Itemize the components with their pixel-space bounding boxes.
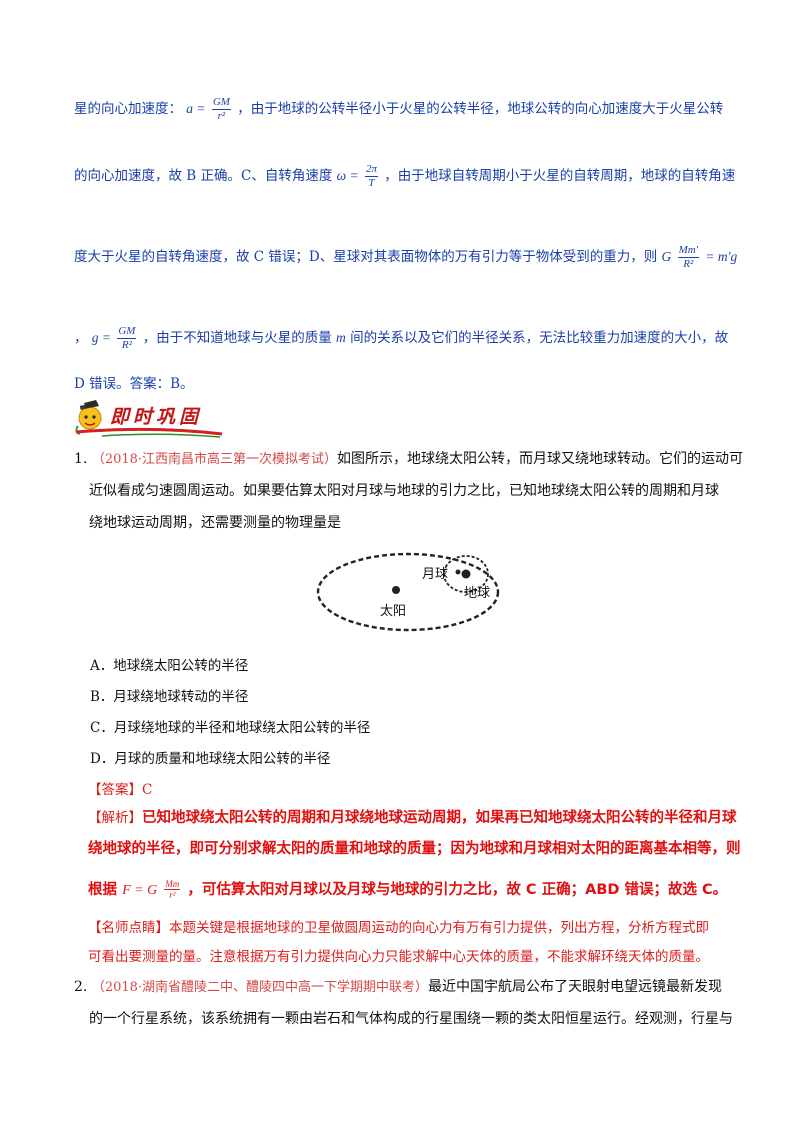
- analysis-text: 已知地球绕太阳公转的周期和月球绕地球运动周期，如果再已知地球绕太阳公转的半径和月…: [142, 810, 737, 826]
- banner-title: 即时巩固: [110, 406, 203, 428]
- tip-text: 本题关键是根据地球的卫星做圆周运动的向心力有万有引力提供，列出方程，分析方程式即: [169, 920, 709, 936]
- analysis-tag: 【解析】: [88, 810, 142, 826]
- solution-line-3: 度大于火星的自转角速度，故 C 错误；D、星球对其表面物体的万有引力等于物体受到…: [74, 244, 737, 271]
- question-stem: 的一个行星系统，该系统拥有一颗由岩石和气体构成的行星围绕一颗的类太阳恒星运行。经…: [89, 1011, 733, 1027]
- question-source: （2018·江西南昌市高三第一次模拟考试）: [91, 452, 338, 467]
- formula-omega: ω =: [336, 168, 359, 183]
- question-stem: 近似看成匀速圆周运动。如果要估算太阳对月球与地球的引力之比，已知地球绕太阳公转的…: [89, 483, 719, 499]
- fraction-gm-r2: GM r²: [211, 96, 231, 122]
- earth-orbit: [316, 552, 500, 632]
- sun-label: 太阳: [380, 604, 407, 619]
- option-a[interactable]: A．地球绕太阳公转的半径: [90, 654, 248, 674]
- solution-text: D 错误。答案：B。: [74, 376, 194, 392]
- option-d-text: D．月球的质量和地球绕太阳公转的半径: [90, 751, 331, 767]
- question-stem: 绕地球运动周期，还需要测量的物理量是: [89, 515, 341, 531]
- solution-text: 间的关系以及它们的半径关系，无法比较重力加速度的大小，故: [350, 330, 729, 346]
- earth-label: 地球: [464, 586, 491, 601]
- fraction-2pi-t: 2π T: [364, 163, 378, 189]
- analysis-text: 根据: [88, 882, 117, 898]
- tip-text: 可看出要测量的量。注意根据万有引力提供向心力只能求解中心天体的质量，不能求解环绕…: [88, 949, 709, 965]
- solution-text: ，由于地球的公转半径小于火星的公转半径，地球公转的向心加速度大于火星公转: [237, 101, 724, 117]
- fraction-mm-r2-analysis: Mm r²: [164, 879, 181, 900]
- answer-tag: 【答案】C: [88, 782, 153, 798]
- moon-orbit: [443, 555, 489, 593]
- solution-text: 度大于火星的自转角速度，故 C 错误；D、星球对其表面物体的万有引力等于物体受到…: [74, 249, 658, 265]
- analysis-text: ，可估算太阳对月球以及月球与地球的引力之比，故 C 正确；ABD 错误；故选 C…: [187, 882, 728, 898]
- question-2-line-1: 2. （2018·湖南省醴陵二中、醴陵四中高一下学期期中联考）最近中国宇航局公布…: [74, 976, 722, 996]
- formula-a: a =: [186, 101, 206, 116]
- moon-dot: [455, 569, 461, 575]
- solution-text: 的向心加速度，故 B 正确。C、自转角速度: [74, 168, 333, 184]
- question-1-line-2: 近似看成匀速圆周运动。如果要估算太阳对月球与地球的引力之比，已知地球绕太阳公转的…: [89, 480, 719, 500]
- mascot-icon: [75, 400, 223, 438]
- formula-f: F = G: [122, 883, 158, 898]
- sun-dot: [392, 586, 400, 594]
- orbit-figure: 月球 地球 太阳: [310, 548, 510, 634]
- earth-dot: [461, 569, 471, 579]
- option-c-text: C．月球绕地球的半径和地球绕太阳公转的半径: [90, 720, 371, 736]
- fraction-gm-R2: GM R²: [117, 325, 137, 351]
- tip-line-2: 可看出要测量的量。注意根据万有引力提供向心力只能求解中心天体的质量，不能求解环绕…: [88, 945, 709, 965]
- question-number: 1.: [74, 451, 88, 467]
- question-2-line-2: 的一个行星系统，该系统拥有一颗由岩石和气体构成的行星围绕一颗的类太阳恒星运行。经…: [89, 1008, 733, 1028]
- solution-text: ，由于不知道地球与火星的质量: [142, 330, 332, 346]
- tip-tag: 【名师点睛】: [88, 920, 169, 936]
- question-stem: 最近中国宇航局公布了天眼射电望远镜最新发现: [428, 979, 723, 995]
- analysis-line-1: 【解析】已知地球绕太阳公转的周期和月球绕地球运动周期，如果再已知地球绕太阳公转的…: [88, 806, 737, 827]
- solution-line-4: ， g = GM R² ，由于不知道地球与火星的质量 m 间的关系以及它们的半径…: [74, 325, 728, 352]
- solution-text: 星的向心加速度：: [74, 101, 182, 117]
- question-source: （2018·湖南省醴陵二中、醴陵四中高一下学期期中联考）: [91, 980, 429, 995]
- solution-line-2: 的向心加速度，故 B 正确。C、自转角速度 ω = 2π T ，由于地球自转周期…: [74, 163, 735, 190]
- formula-g-constant: G: [661, 249, 672, 264]
- question-1-line-3: 绕地球运动周期，还需要测量的物理量是: [89, 512, 341, 532]
- analysis-line-3: 根据 F = G Mm r² ，可估算太阳对月球以及月球与地球的引力之比，故 C…: [88, 878, 727, 900]
- question-stem: 如图所示，地球绕太阳公转，而月球又绕地球转动。它们的运动可: [337, 451, 744, 467]
- formula-m: m: [336, 330, 346, 345]
- analysis-text: 绕地球的半径，即可分别求解太阳的质量和地球的质量；因为地球和月球相对太阳的距离基…: [88, 841, 741, 857]
- solution-text: ，由于地球自转周期小于火星的自转周期，地球的自转角速: [384, 168, 736, 184]
- analysis-line-2: 绕地球的半径，即可分别求解太阳的质量和地球的质量；因为地球和月球相对太阳的距离基…: [88, 837, 741, 858]
- section-banner: 即时巩固: [72, 398, 232, 438]
- question-1-line-1: 1. （2018·江西南昌市高三第一次模拟考试）如图所示，地球绕太阳公转，而月球…: [74, 448, 743, 468]
- fraction-mm-r2: Mm' R²: [677, 244, 700, 270]
- option-b-text: B．月球绕地球转动的半径: [90, 689, 249, 705]
- moon-label: 月球: [422, 567, 449, 582]
- formula-mg: = m'g: [705, 249, 738, 264]
- option-c[interactable]: C．月球绕地球的半径和地球绕太阳公转的半径: [90, 716, 370, 736]
- tip-line-1: 【名师点睛】本题关键是根据地球的卫星做圆周运动的向心力有万有引力提供，列出方程，…: [88, 916, 709, 936]
- solution-text: ，: [74, 330, 88, 346]
- formula-g: g =: [91, 330, 112, 345]
- answer-line: 【答案】C: [88, 778, 152, 798]
- solution-line-5: D 错误。答案：B。: [74, 372, 194, 392]
- option-a-text: A．地球绕太阳公转的半径: [90, 658, 249, 674]
- question-number: 2.: [74, 979, 88, 995]
- option-d[interactable]: D．月球的质量和地球绕太阳公转的半径: [90, 747, 330, 767]
- option-b[interactable]: B．月球绕地球转动的半径: [90, 685, 248, 705]
- solution-line-1: 星的向心加速度： a = GM r² ，由于地球的公转半径小于火星的公转半径，地…: [74, 96, 723, 123]
